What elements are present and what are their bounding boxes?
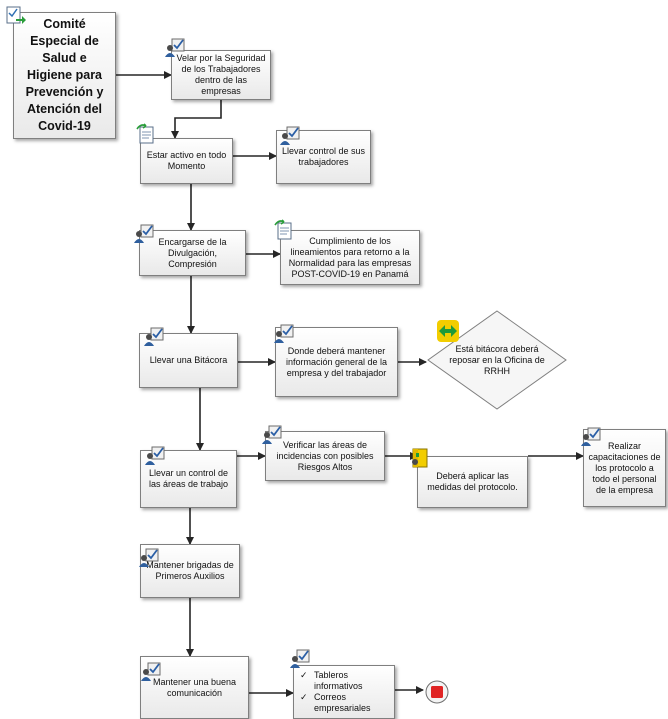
stop-icon[interactable] — [425, 680, 449, 704]
mantener-info-box[interactable]: Donde deberá mantener información genera… — [275, 327, 398, 397]
divulgacion-box[interactable]: Encargarse de la Divulgación, Compresión — [139, 230, 246, 276]
task-checklist-icon — [134, 224, 154, 243]
verificar-box[interactable]: Verificar las áreas de incidencias con p… — [265, 431, 385, 481]
task-checklist-icon — [274, 324, 294, 343]
task-checklist-icon — [165, 38, 185, 57]
task-checklist-icon — [144, 327, 164, 346]
task-checklist-icon — [139, 548, 159, 567]
task-checklist-icon — [145, 446, 165, 465]
cumplimiento-box[interactable]: Cumplimiento de los lineamientos para re… — [280, 230, 420, 285]
list-item-correos: Correos empresariales — [300, 692, 390, 714]
task-checklist-icon — [581, 427, 601, 446]
reposar-diamond[interactable]: Está bitácora deberá reposar en la Ofici… — [427, 310, 567, 410]
committee-box[interactable]: Comité Especial de Salud e Higiene para … — [13, 12, 116, 139]
aplicar-box[interactable]: Deberá aplicar las medidas del protocolo… — [417, 456, 528, 508]
activo-box[interactable]: Estar activo en todo Momento — [140, 138, 233, 184]
exchange-arrows-icon — [437, 320, 459, 342]
document-arrow-icon — [136, 123, 154, 144]
list-item-tableros: Tableros informativos — [300, 670, 390, 692]
tableros-box[interactable]: Tableros informativos Correos empresaria… — [293, 665, 395, 719]
capacitaciones-box[interactable]: Realizar capacitaciones de los protocolo… — [583, 429, 666, 507]
velar-box[interactable]: Velar por la Seguridad de los Trabajador… — [171, 50, 271, 100]
bitacora-box[interactable]: Llevar una Bitácora — [139, 333, 238, 388]
task-checklist-icon — [290, 649, 310, 668]
document-arrow-icon — [274, 219, 292, 240]
task-checklist-icon — [280, 126, 300, 145]
control-areas-box[interactable]: Llevar un control de las áreas de trabaj… — [140, 450, 237, 508]
task-checklist-icon — [141, 662, 161, 681]
folder-icon — [412, 448, 428, 468]
arrow-velar-activo — [171, 100, 222, 139]
task-checklist-icon — [262, 425, 282, 444]
start-document-icon — [6, 6, 26, 24]
reposar-text: Está bitácora deberá reposar en la Ofici… — [449, 344, 545, 376]
